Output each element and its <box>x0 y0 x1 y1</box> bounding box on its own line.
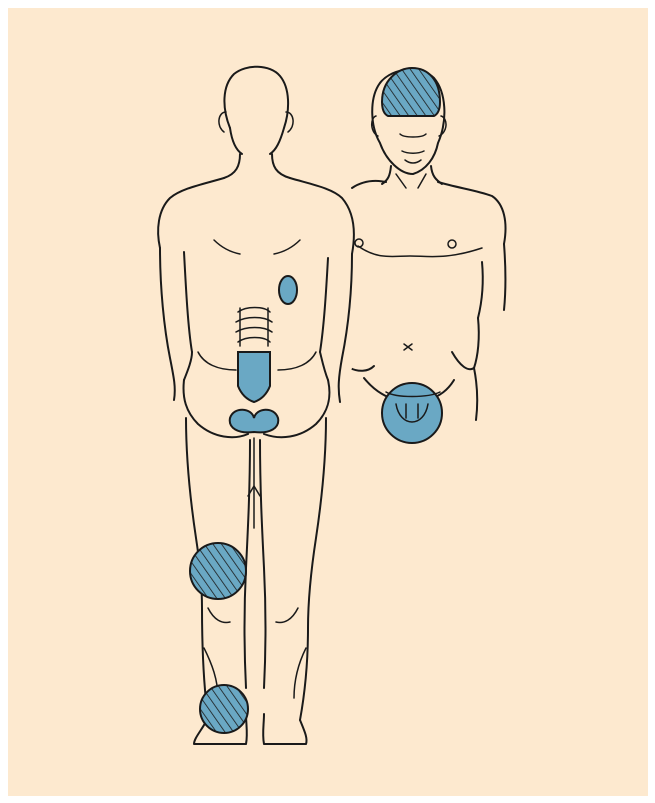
back-of-knee-region <box>190 543 246 599</box>
heel-region <box>200 685 248 733</box>
illustration-panel <box>8 8 648 796</box>
sacrum-region <box>238 352 270 402</box>
genital-region <box>382 383 442 443</box>
lower-back-region <box>279 276 297 304</box>
body-diagram <box>8 8 648 796</box>
